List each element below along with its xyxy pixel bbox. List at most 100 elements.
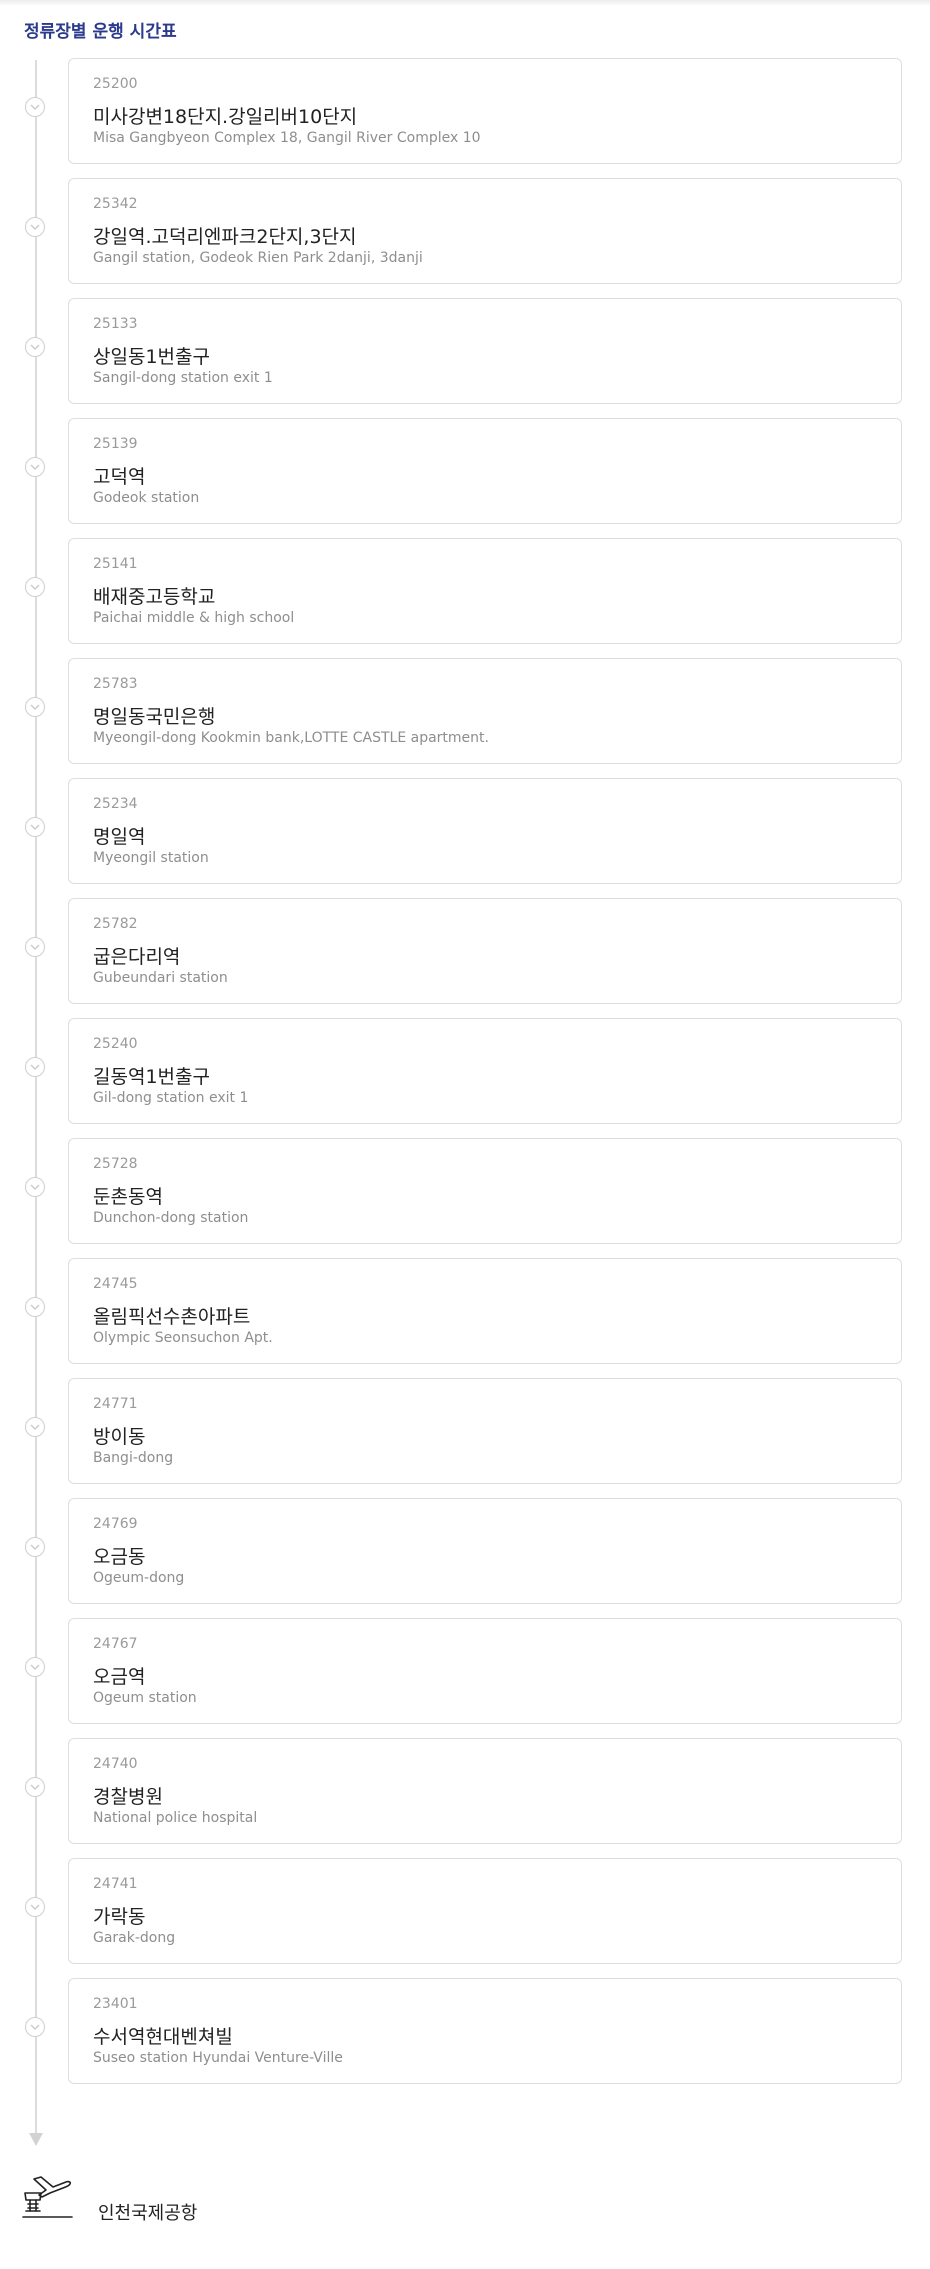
stop-id: 25783 [93, 676, 138, 692]
destination-name: 인천국제공항 [98, 2203, 198, 2224]
stop-card[interactable]: 24740 경찰병원 National police hospital [68, 1738, 902, 1844]
timeline-line [35, 60, 37, 2136]
stop-name: 오금역 [93, 1666, 146, 1688]
chevron-down-icon [25, 1537, 45, 1557]
stop-name: 명일동국민은행 [93, 706, 216, 728]
destination: 인천국제공항 [0, 2168, 930, 2228]
stop-name-english: Paichai middle & high school [93, 610, 295, 626]
airplane-departure-icon [22, 2176, 73, 2218]
stop-name-english: Ogeum-dong [93, 1570, 185, 1586]
stop-name: 가락동 [93, 1906, 146, 1928]
chevron-down-icon [25, 217, 45, 237]
stop-name: 상일동1번출구 [93, 346, 210, 368]
stop-item: 24767 오금역 Ogeum station [0, 1618, 930, 1724]
chevron-down-icon [25, 1777, 45, 1797]
chevron-down-icon [25, 457, 45, 477]
stop-id: 23401 [93, 1996, 138, 2012]
stop-name: 고덕역 [93, 466, 146, 488]
stop-card[interactable]: 25133 상일동1번출구 Sangil-dong station exit 1 [68, 298, 902, 404]
stop-name: 방이동 [93, 1426, 146, 1448]
stop-name-english: Godeok station [93, 490, 200, 506]
stop-id: 24771 [93, 1396, 138, 1412]
stop-name-english: Olympic Seonsuchon Apt. [93, 1330, 273, 1346]
stop-item: 24741 가락동 Garak-dong [0, 1858, 930, 1964]
stop-id: 24767 [93, 1636, 138, 1652]
stop-item: 25342 강일역.고덕리엔파크2단지,3단지 Gangil station, Go… [0, 178, 930, 284]
stop-card[interactable]: 25783 명일동국민은행 Myeongil-dong Kookmin bank,L… [68, 658, 902, 764]
stop-name-english: Gil-dong station exit 1 [93, 1090, 249, 1106]
stop-id: 25728 [93, 1156, 138, 1172]
stop-name: 강일역.고덕리엔파크2단지,3단지 [93, 226, 357, 248]
stop-name-english: Bangi-dong [93, 1450, 174, 1466]
stop-card[interactable]: 25240 길동역1번출구 Gil-dong station exit 1 [68, 1018, 902, 1124]
stop-card[interactable]: 23401 수서역현대벤쳐빌 Suseo station Hyundai Ventu… [68, 1978, 902, 2084]
stop-name: 경찰병원 [93, 1786, 163, 1808]
stop-name: 미사강변18단지.강일리버10단지 [93, 106, 358, 128]
stop-card[interactable]: 24769 오금동 Ogeum-dong [68, 1498, 902, 1604]
chevron-down-icon [25, 1897, 45, 1917]
stop-name-english: Suseo station Hyundai Venture-Ville [93, 2050, 343, 2066]
stop-id: 25234 [93, 796, 138, 812]
stop-item: 24771 방이동 Bangi-dong [0, 1378, 930, 1484]
stop-item: 24769 오금동 Ogeum-dong [0, 1498, 930, 1604]
chevron-down-icon [25, 937, 45, 957]
stop-item: 25133 상일동1번출구 Sangil-dong station exit 1 [0, 298, 930, 404]
stop-name: 수서역현대벤쳐빌 [93, 2026, 233, 2048]
stop-card[interactable]: 25728 둔촌동역 Dunchon-dong station [68, 1138, 902, 1244]
stop-id: 24745 [93, 1276, 138, 1292]
stop-card[interactable]: 25234 명일역 Myeongil station [68, 778, 902, 884]
chevron-down-icon [25, 697, 45, 717]
stop-name-english: Gubeundari station [93, 970, 228, 986]
stop-name-english: National police hospital [93, 1810, 258, 1826]
stop-id: 25240 [93, 1036, 138, 1052]
stop-name: 오금동 [93, 1546, 146, 1568]
stop-id: 24769 [93, 1516, 138, 1532]
stop-item: 23401 수서역현대벤쳐빌 Suseo station Hyundai Ventu… [0, 1978, 930, 2084]
top-shadow [0, 0, 930, 6]
stop-id: 25342 [93, 196, 138, 212]
stop-name-english: Garak-dong [93, 1930, 176, 1946]
chevron-down-icon [25, 1297, 45, 1317]
stop-item: 24740 경찰병원 National police hospital [0, 1738, 930, 1844]
stop-item: 25240 길동역1번출구 Gil-dong station exit 1 [0, 1018, 930, 1124]
stop-name-english: Dunchon-dong station [93, 1210, 249, 1226]
chevron-down-icon [25, 1417, 45, 1437]
stop-name: 둔촌동역 [93, 1186, 163, 1208]
stop-name-english: Misa Gangbyeon Complex 18, Gangil River … [93, 130, 481, 146]
stop-name-english: Gangil station, Godeok Rien Park 2danji,… [93, 250, 423, 266]
stop-item: 25783 명일동국민은행 Myeongil-dong Kookmin bank,L… [0, 658, 930, 764]
timeline-arrow-icon [29, 2133, 43, 2146]
stop-id: 24740 [93, 1756, 138, 1772]
stop-card[interactable]: 24771 방이동 Bangi-dong [68, 1378, 902, 1484]
stop-card[interactable]: 24741 가락동 Garak-dong [68, 1858, 902, 1964]
stop-id: 25139 [93, 436, 138, 452]
chevron-down-icon [25, 577, 45, 597]
stop-item: 25234 명일역 Myeongil station [0, 778, 930, 884]
stop-id: 25133 [93, 316, 138, 332]
stop-id: 24741 [93, 1876, 138, 1892]
stop-name-english: Ogeum station [93, 1690, 197, 1706]
chevron-down-icon [25, 1177, 45, 1197]
chevron-down-icon [25, 817, 45, 837]
stop-card[interactable]: 25342 강일역.고덕리엔파크2단지,3단지 Gangil station, Go… [68, 178, 902, 284]
stop-name-english: Myeongil station [93, 850, 209, 866]
stop-name: 길동역1번출구 [93, 1066, 210, 1088]
stop-name-english: Myeongil-dong Kookmin bank,LOTTE CASTLE … [93, 730, 489, 746]
chevron-down-icon [25, 1057, 45, 1077]
chevron-down-icon [25, 337, 45, 357]
stop-item: 25139 고덕역 Godeok station [0, 418, 930, 524]
chevron-down-icon [25, 97, 45, 117]
stop-name-english: Sangil-dong station exit 1 [93, 370, 273, 386]
stop-name: 명일역 [93, 826, 146, 848]
stop-name: 배재중고등학교 [93, 586, 216, 608]
stop-card[interactable]: 24767 오금역 Ogeum station [68, 1618, 902, 1724]
stop-card[interactable]: 25139 고덕역 Godeok station [68, 418, 902, 524]
